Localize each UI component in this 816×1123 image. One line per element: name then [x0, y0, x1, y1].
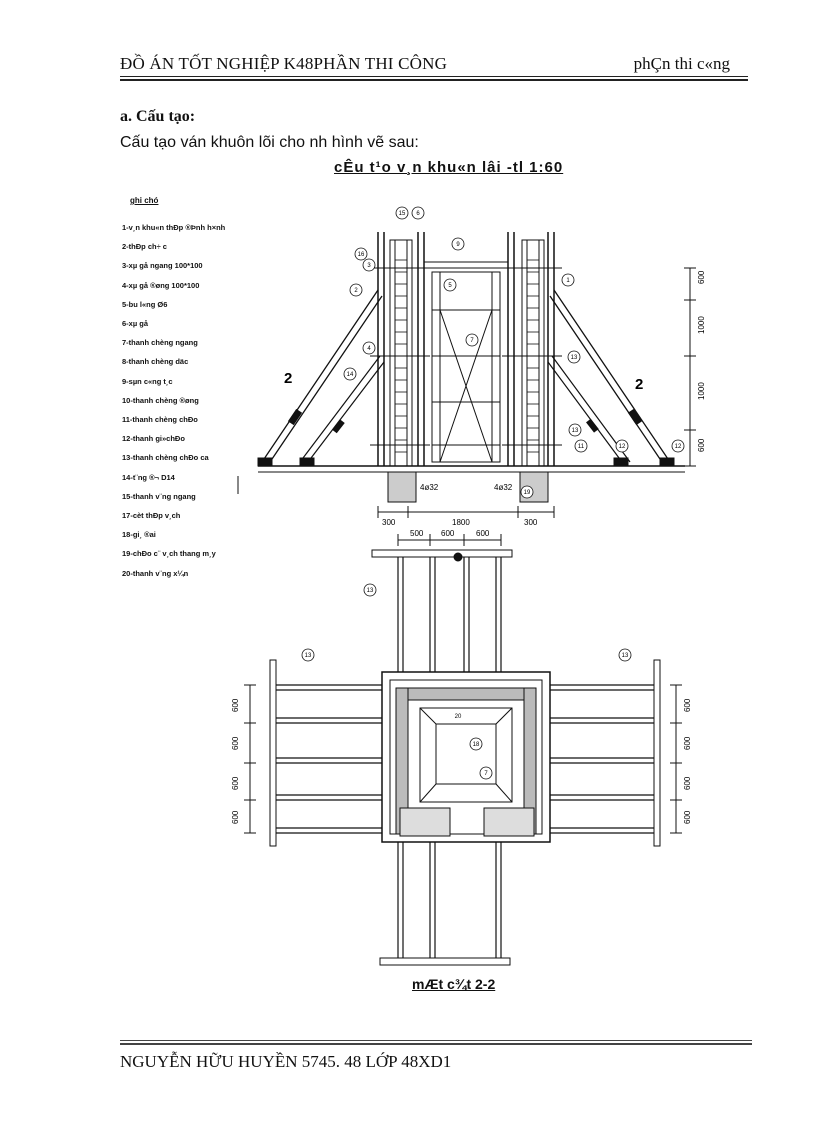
- dim-label: 600: [231, 698, 240, 712]
- callout-label: 13: [367, 588, 374, 594]
- callout-label: 13: [305, 653, 312, 659]
- section-mark-left: 2: [284, 370, 292, 387]
- callout-label: 7: [484, 771, 488, 777]
- callout-label: 7: [470, 338, 474, 344]
- callout-label: 20: [455, 714, 462, 720]
- callout-label: 12: [675, 444, 682, 450]
- dim-label: 600: [683, 736, 692, 750]
- callout-label: 6: [416, 211, 420, 217]
- rebar-note: 4ø32: [494, 483, 513, 492]
- dim-label: 600: [231, 810, 240, 824]
- callout-label: 3: [367, 263, 371, 269]
- legend-heading: ghi chó: [130, 196, 159, 205]
- callout-label: 1: [566, 278, 570, 284]
- page-footer: NGUYỄN HỮU HUYỀN 5745. 48 LỚP 48XD1: [120, 1052, 452, 1071]
- dim-label: 600: [231, 776, 240, 790]
- rebar-note: 4ø32: [420, 483, 439, 492]
- legend-item: 3-xµ gå ngang 100*100: [122, 261, 203, 271]
- legend-item: 11-thanh chèng chÐo: [122, 415, 198, 425]
- section-mark-right: 2: [635, 376, 643, 393]
- callout-label: 4: [367, 346, 371, 352]
- legend-item: 17-cèt thÐp v¸ch: [122, 511, 181, 521]
- dim-label: 600: [683, 776, 692, 790]
- callout-label: 9: [456, 242, 460, 248]
- legend-item: 18-gi¸ ®ai: [122, 530, 156, 540]
- dim-label: 600: [697, 438, 706, 452]
- legend-item: 5-bu l«ng Ø6: [122, 299, 168, 309]
- dim-label: 600: [697, 270, 706, 284]
- legend-item: 12-thanh gi»chÐo: [122, 434, 185, 444]
- dim-label: 600: [683, 698, 692, 712]
- callout-label: 18: [473, 742, 480, 748]
- callout-label: 12: [619, 444, 626, 450]
- callout-label: 11: [578, 444, 585, 450]
- dim-label: 600: [683, 810, 692, 824]
- dim-label: 1000: [697, 316, 706, 334]
- legend-item: 19-chÐo c¨ v¸ch thang m¸y: [122, 549, 216, 559]
- dim-label: 600: [441, 529, 455, 538]
- callout-label: 15: [399, 211, 406, 217]
- footer-rule-thick: [120, 1043, 752, 1045]
- callout-label: 14: [347, 372, 354, 378]
- dim-label: 600: [476, 529, 490, 538]
- dim-label: 1000: [697, 382, 706, 400]
- intro-paragraph: Cấu tạo ván khuôn lõi cho nh hình vẽ sau…: [120, 134, 419, 151]
- dim-label: 500: [410, 529, 424, 538]
- legend-item: 1-v¸n khu«n thÐp ®Þnh h×nh: [122, 223, 226, 232]
- page-header-section: phÇn thi c«ng: [633, 54, 730, 73]
- callout-label: 13: [572, 428, 579, 434]
- callout-label: 13: [622, 653, 629, 659]
- callout-label: 19: [524, 490, 531, 496]
- legend-item: 4-xµ gå ®øng 100*100: [122, 280, 200, 290]
- callout-label: 2: [354, 288, 358, 294]
- page-header-title: ĐỒ ÁN TỐT NGHIỆP K48PHẦN THI CÔNG: [120, 54, 448, 73]
- dim-label: 300: [382, 518, 396, 527]
- callout-label: 16: [358, 252, 365, 258]
- legend-item: 7-thanh chèng ngang: [122, 338, 198, 348]
- legend-item: 15-thanh v¨ng ngang: [122, 491, 196, 501]
- callout-label: 13: [571, 355, 578, 361]
- footer-rule: [120, 1040, 752, 1041]
- dim-label: 300: [524, 518, 538, 527]
- header-rule-thick: [120, 79, 748, 81]
- dim-label: 600: [231, 736, 240, 750]
- section-heading: a. Cấu tạo:: [120, 108, 196, 125]
- callout-label: 5: [448, 283, 452, 289]
- legend-item: 14-t¨ng ®¬ D14: [122, 472, 175, 482]
- legend-item: 6-xµ gå: [122, 319, 148, 329]
- legend-item: 13-thanh chèng chÐo ca: [122, 453, 209, 463]
- dim-label: 1800: [452, 518, 470, 527]
- legend-item: 2-thÐp ch÷ c: [122, 242, 167, 252]
- legend-list: 1-v¸n khu«n thÐp ®Þnh h×nh 2-thÐp ch÷ c …: [122, 218, 225, 583]
- legend-item: 8-thanh chèng däc: [122, 357, 189, 367]
- legend-item: 10-thanh chèng ®øng: [122, 395, 199, 405]
- legend-item: 9-sµn c«ng t¸c: [122, 376, 173, 386]
- header-rule: [120, 76, 748, 77]
- drawing-title: cÊu t¹o v¸n khu«n lâi -tl 1:60: [334, 159, 564, 176]
- section-2-2-label: mÆt c¾t 2-2: [412, 976, 496, 992]
- legend-item: 20-thanh v¨ng x¼n: [122, 568, 189, 578]
